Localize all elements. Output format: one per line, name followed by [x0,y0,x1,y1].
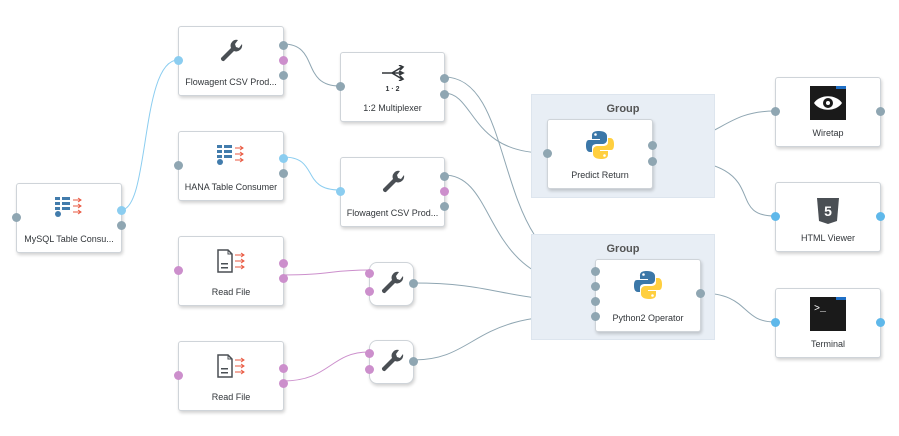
wire-readfile1-wrench1 [282,269,370,276]
output-port[interactable] [279,56,288,65]
input-port[interactable] [174,266,183,275]
output-port[interactable] [279,154,288,163]
wire-flowagent1-multiplexer [282,43,341,87]
node-predict-return[interactable]: Predict Return [543,119,657,189]
input-port[interactable] [174,161,183,170]
node-label: HANA Table Consumer [184,182,278,192]
output-port[interactable] [117,221,126,230]
node-flowagent-csv-producer-1[interactable]: Flowagent CSV Prod... [174,26,288,96]
wire-hana-flowagent2 [282,156,341,191]
wire-readfile2-wrench2 [282,351,370,382]
node-flowagent-csv-producer-2[interactable]: Flowagent CSV Prod... [336,157,449,227]
wrench-icon [218,39,244,70]
input-port[interactable] [365,269,374,278]
node-label: MySQL Table Consu... [24,234,114,244]
table-consumer-icon [216,144,246,171]
node-wrench-operator-2[interactable] [365,340,418,384]
output-port[interactable] [279,364,288,373]
group-label: Group [606,243,640,255]
node-python2-operator[interactable]: Python2 Operator [591,259,705,332]
wrench-icon [379,271,405,302]
node-wiretap[interactable]: Wiretap [771,77,885,147]
node-label: HTML Viewer [800,233,855,243]
output-port[interactable] [279,259,288,268]
node-label: Predict Return [571,170,629,180]
output-port[interactable] [696,289,705,298]
node-multiplexer[interactable]: 1 · 2 1:2 Multiplexer [336,52,449,122]
node-hana-table-consumer[interactable]: HANA Table Consumer [174,131,288,201]
node-label: Python2 Operator [612,313,684,323]
table-consumer-icon [54,196,84,223]
output-port[interactable] [440,74,449,83]
output-port[interactable] [876,318,885,327]
output-port[interactable] [279,274,288,283]
input-port[interactable] [365,349,374,358]
multiplexer-ratio: 1 · 2 [385,86,400,93]
output-port[interactable] [409,279,418,288]
input-port[interactable] [174,371,183,380]
node-label: Flowagent CSV Prod... [185,77,277,87]
output-port[interactable] [876,107,885,116]
input-port[interactable] [543,149,552,158]
node-html-viewer[interactable]: 5 HTML Viewer [771,182,885,252]
node-wrench-operator-1[interactable] [365,262,418,306]
group-label: Group [606,103,640,115]
output-port[interactable] [440,187,449,196]
output-port[interactable] [409,357,418,366]
output-port[interactable] [440,172,449,181]
node-label: Flowagent CSV Prod... [346,208,439,218]
input-port[interactable] [336,82,345,91]
python-icon [585,130,615,165]
input-port[interactable] [336,187,345,196]
output-port[interactable] [279,169,288,178]
output-port[interactable] [279,41,288,50]
html5-icon: 5 [816,197,840,230]
output-port[interactable] [279,379,288,388]
terminal-icon: >_ [810,297,846,336]
output-port[interactable] [876,212,885,221]
input-port[interactable] [365,287,374,296]
wrench-icon [380,170,406,201]
wire-multiplexer-predict [443,92,547,154]
node-label: Read File [211,287,251,297]
wrench-icon [379,349,405,380]
wire-mysql-flowagent1 [120,59,179,211]
python-icon [633,270,663,305]
input-port[interactable] [591,267,600,276]
output-port[interactable] [117,206,126,215]
output-port[interactable] [648,157,657,166]
output-port[interactable] [440,202,449,211]
input-port[interactable] [771,318,780,327]
input-port[interactable] [771,212,780,221]
multiplexer-icon: 1 · 2 [380,64,406,94]
node-label: Read File [211,392,251,402]
node-label: Terminal [810,339,845,349]
node-label: Wiretap [812,128,844,138]
input-port[interactable] [591,312,600,321]
terminal-prompt: >_ [814,304,827,315]
input-port[interactable] [12,213,21,222]
read-file-icon [216,354,246,383]
node-read-file-1[interactable]: Read File [174,236,288,306]
input-port[interactable] [591,282,600,291]
node-mysql-table-consumer[interactable]: MySQL Table Consu... [12,183,126,253]
input-port[interactable] [174,56,183,65]
output-port[interactable] [648,141,657,150]
input-port[interactable] [365,365,374,374]
eye-icon [810,86,846,125]
node-terminal[interactable]: >_ Terminal [771,288,885,358]
node-read-file-2[interactable]: Read File [174,341,288,411]
read-file-icon [216,249,246,278]
output-port[interactable] [440,90,449,99]
output-port[interactable] [279,71,288,80]
input-port[interactable] [771,107,780,116]
input-port[interactable] [591,297,600,306]
node-label: 1:2 Multiplexer [363,103,422,113]
html5-glyph: 5 [824,203,832,219]
